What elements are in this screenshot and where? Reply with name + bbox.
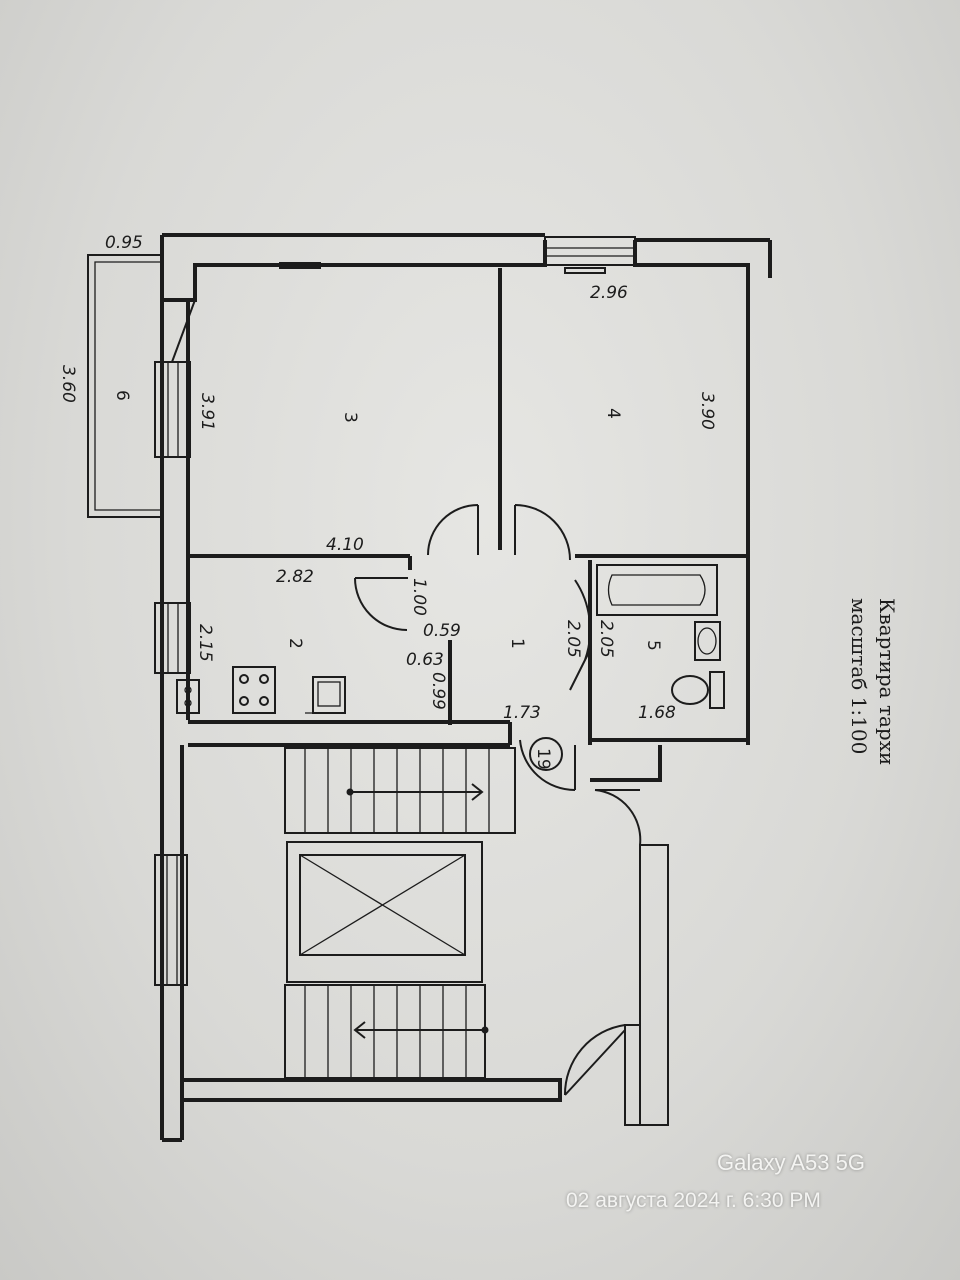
corridor-wall-right — [639, 844, 669, 1126]
bathtub — [596, 564, 718, 616]
dim-bath-door: 2.05 — [563, 620, 583, 658]
watermark-device: Galaxy A53 5G — [717, 1150, 865, 1175]
door-corridor — [594, 789, 642, 846]
window-kitchen — [154, 602, 191, 674]
dim-balcony-length: 3.60 — [58, 365, 78, 403]
dim-room4-width: 2.96 — [590, 283, 628, 303]
dim-wall-063: 0.63 — [406, 650, 444, 670]
room-label-3: 3 — [340, 412, 360, 423]
dim-bath-depth: 2.05 — [596, 620, 616, 658]
plan-scale: масштаб 1:100 — [847, 598, 871, 754]
stair-bottom-wall — [182, 1078, 562, 1102]
outer-wall-top — [160, 235, 547, 302]
meter-box — [176, 679, 200, 714]
door-bath — [569, 579, 592, 691]
dim-room3-depth: 3.91 — [197, 393, 217, 431]
window-room-4 — [564, 267, 606, 274]
balcony-slope — [171, 299, 196, 363]
apartment-number-badge: 19 — [529, 737, 563, 771]
dim-room4-depth: 3.90 — [697, 392, 717, 430]
dim-room3-width: 4.10 — [326, 535, 364, 555]
dim-balcony-width: 0.95 — [105, 233, 143, 253]
door-apartment — [519, 739, 576, 792]
dim-kitchen-window: 2.15 — [195, 624, 215, 662]
corridor-wall-right-top — [624, 1024, 641, 1126]
room-label-4: 4 — [603, 408, 623, 419]
wall-entrance — [590, 745, 662, 782]
apartment-number: 19 — [533, 748, 553, 770]
outer-wall-top-right — [633, 240, 750, 278]
balcony-outline — [87, 254, 162, 518]
sink — [694, 621, 721, 661]
dim-kitchen-width: 2.82 — [276, 567, 314, 587]
plan-title: Квартира тархи — [875, 598, 899, 765]
door-room4 — [514, 504, 571, 561]
staircase — [284, 747, 516, 1079]
dim-wall-099: 0.99 — [428, 672, 448, 710]
room-label-5: 5 — [643, 640, 663, 651]
window-top-left — [279, 262, 321, 269]
dim-hall-width: 1.73 — [503, 703, 541, 723]
stove — [232, 666, 276, 714]
dim-bath-width: 1.68 — [638, 703, 676, 723]
room-label-6: 6 — [112, 390, 132, 401]
window-stair — [154, 854, 188, 986]
door-stair-bottom — [563, 1024, 626, 1096]
balcony-inner — [94, 261, 162, 511]
dim-wall-059: 0.59 — [423, 621, 461, 641]
window-top-right — [544, 236, 636, 266]
toilet — [671, 671, 725, 709]
door-kitchen — [354, 577, 408, 631]
watermark-datetime: 02 августа 2024 г. 6:30 PM — [566, 1189, 821, 1212]
window-balcony — [154, 361, 191, 458]
dim-door-kitchen: 1.00 — [409, 578, 429, 616]
kitchen-sink — [305, 676, 346, 714]
elevator-shaft — [286, 841, 483, 983]
room-label-2: 2 — [285, 638, 305, 649]
door-room3 — [427, 504, 479, 556]
room-label-1: 1 — [507, 638, 527, 649]
